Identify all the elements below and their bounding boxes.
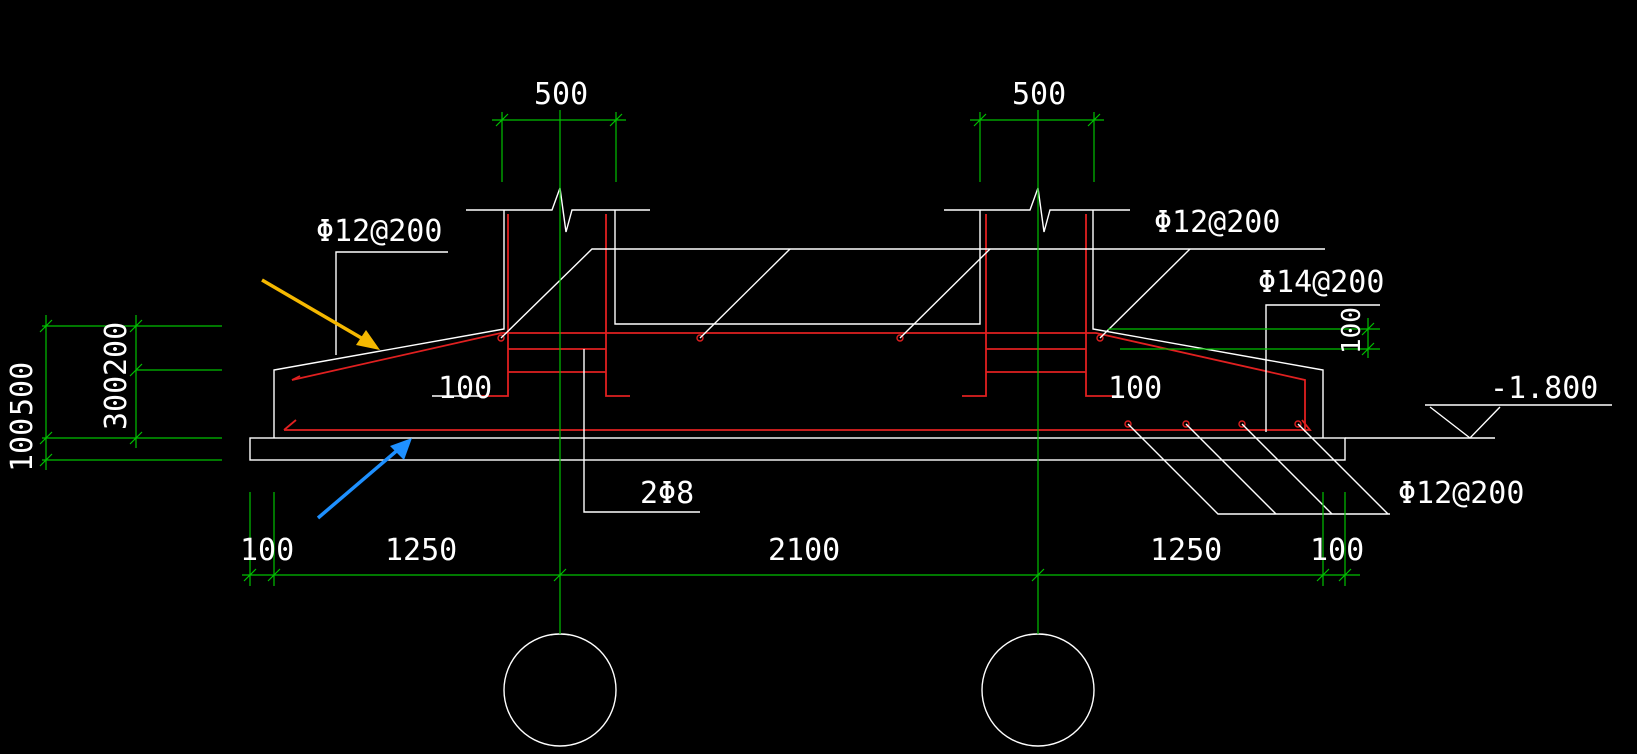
leader-bottom-2 xyxy=(1185,423,1277,515)
dim-text-right-cover: 100 xyxy=(1337,307,1367,354)
stirrup-label: 2Φ8 xyxy=(640,476,694,511)
top-rebar-main xyxy=(291,332,1306,432)
leader-bottom-4 xyxy=(1297,423,1389,515)
elevation-label: -1.800 xyxy=(1490,371,1598,406)
dim-text-left-base: 300 xyxy=(99,376,134,430)
leader-stirrup xyxy=(583,349,700,513)
dim-text-col-right: 500 xyxy=(1012,77,1066,112)
dim-text-bottom-right-edge: 100 xyxy=(1310,533,1364,568)
rebar-label-bottom: Φ12@200 xyxy=(1398,476,1524,511)
dim-column-right xyxy=(970,112,1104,182)
axis-bubble-right xyxy=(981,633,1095,747)
leader-bottom-3 xyxy=(1241,423,1333,515)
leader-top-main xyxy=(500,248,1325,339)
annotation-arrows xyxy=(261,278,412,520)
hook-label-left: 100 xyxy=(438,371,492,406)
column-bar-right-inner xyxy=(1085,214,1112,397)
column-bar-right-outer xyxy=(962,214,987,397)
leader-lines xyxy=(335,248,1612,515)
hook-label-right: 100 xyxy=(1108,371,1162,406)
arrow-yellow-line xyxy=(261,278,371,345)
rebar-dot xyxy=(1124,420,1132,428)
dim-text-bottom-left-edge: 100 xyxy=(240,533,294,568)
rebar-label-right-side: Φ14@200 xyxy=(1258,265,1384,300)
rebar-layout xyxy=(283,214,1312,432)
rebar-dot xyxy=(1182,420,1190,428)
dim-text-bottom-right-span: 1250 xyxy=(1150,533,1222,568)
leader-bottom-main xyxy=(1127,423,1390,515)
cushion-pad xyxy=(249,437,1346,461)
top-rebar-hook-left xyxy=(291,375,301,381)
rebar-dot xyxy=(696,334,704,342)
dim-right-cover xyxy=(1108,318,1380,358)
bottom-rebar-hook-left xyxy=(283,419,297,431)
stirrup-bars-right xyxy=(986,348,1086,373)
leader-top-left xyxy=(335,251,448,355)
axis-bubble-left xyxy=(503,633,617,747)
dim-left-ticks xyxy=(39,319,143,467)
dim-left-lines xyxy=(45,315,137,470)
concrete-outline xyxy=(249,187,1346,747)
dim-text-col-left: 500 xyxy=(534,77,588,112)
dim-text-left-slope: 200 xyxy=(99,322,134,376)
rebar-label-top-right: Φ12@200 xyxy=(1154,205,1280,240)
leader-top-3 xyxy=(899,248,991,339)
rebar-dot xyxy=(1096,334,1104,342)
dim-text-bottom-mid-span: 2100 xyxy=(768,533,840,568)
arrow-blue-line xyxy=(316,446,402,520)
leader-right-side xyxy=(1265,304,1380,432)
rebar-dot xyxy=(896,334,904,342)
dim-text-left-total: 500 xyxy=(5,362,40,416)
arrow-yellow-icon xyxy=(356,330,380,350)
rebar-dot xyxy=(1238,420,1246,428)
column-break-right xyxy=(944,187,1130,233)
dim-column-left xyxy=(492,112,626,182)
dim-left-ext xyxy=(42,325,222,461)
text-labels: 500 500 Φ12@200 Φ12@200 Φ14@200 Φ12@200 … xyxy=(5,77,1598,568)
rebar-dot xyxy=(497,334,505,342)
column-bar-left-outer xyxy=(480,214,509,397)
dimension-lines xyxy=(39,110,1380,634)
dim-text-bottom-left-span: 1250 xyxy=(385,533,457,568)
column-break-left xyxy=(466,187,650,233)
rebar-label-top-left: Φ12@200 xyxy=(316,214,442,249)
rebar-dot xyxy=(1294,420,1302,428)
dim-bottom-ticks xyxy=(243,568,1352,582)
dim-bottom-ext xyxy=(249,492,1346,586)
stirrup-bars-left xyxy=(508,348,606,373)
arrow-blue-icon xyxy=(390,438,412,460)
leader-top-4 xyxy=(1099,248,1191,339)
leader-top-2 xyxy=(699,248,791,339)
column-bar-left-inner xyxy=(605,214,630,397)
bottom-rebar-main xyxy=(284,419,1312,431)
elevation-triangle xyxy=(1429,406,1501,439)
dim-text-left-pad: 100 xyxy=(5,418,40,472)
